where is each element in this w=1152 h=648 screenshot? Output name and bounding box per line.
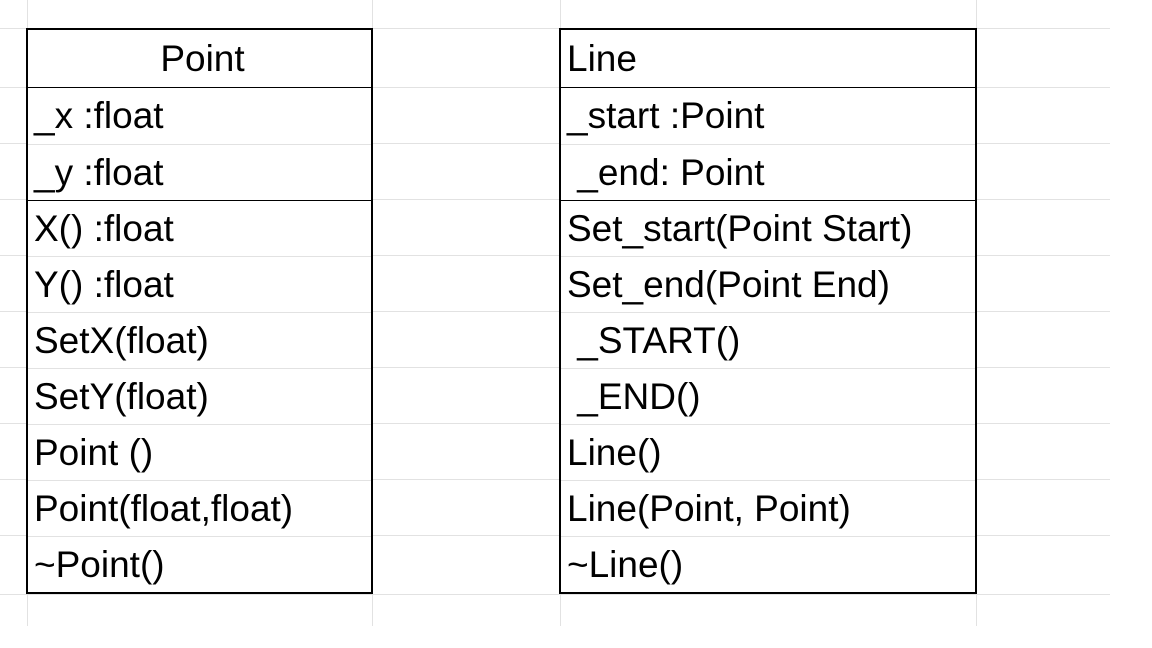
grid-line xyxy=(0,594,1110,595)
attribute: _start :Point xyxy=(567,95,765,136)
attribute: _y :float xyxy=(28,144,371,200)
grid-line xyxy=(0,28,1110,29)
method: X() :float xyxy=(28,200,371,256)
method: _START() xyxy=(561,312,975,368)
grid-line xyxy=(0,479,1110,480)
grid-line xyxy=(0,367,1110,368)
uml-class-point: Point _x :float _y :float X() :float Y()… xyxy=(26,28,373,594)
method: Set_start(Point Start) xyxy=(561,200,975,256)
grid-line xyxy=(0,143,1110,144)
method: Point(float,float) xyxy=(28,480,371,536)
grid-line xyxy=(0,535,1110,536)
attribute: _x :float xyxy=(34,95,164,136)
attribute: _end: Point xyxy=(561,144,975,200)
grid-line xyxy=(0,423,1110,424)
method: ~Line() xyxy=(561,536,975,592)
class-name: Point xyxy=(28,30,371,88)
method: Y() :float xyxy=(28,256,371,312)
class-name: Line xyxy=(561,30,975,88)
grid-line xyxy=(0,87,1110,88)
uml-class-line: Line _start :Point _end: Point Set_start… xyxy=(559,28,977,594)
method: Line(Point, Point) xyxy=(561,480,975,536)
method: Set_end(Point End) xyxy=(561,256,975,312)
grid-line xyxy=(0,199,1110,200)
method: _END() xyxy=(561,368,975,424)
grid-line xyxy=(0,255,1110,256)
method: ~Point() xyxy=(28,536,371,592)
method: SetY(float) xyxy=(28,368,371,424)
method: SetX(float) xyxy=(28,312,371,368)
method: Point () xyxy=(28,424,371,480)
grid-line xyxy=(0,311,1110,312)
method: Line() xyxy=(561,424,975,480)
